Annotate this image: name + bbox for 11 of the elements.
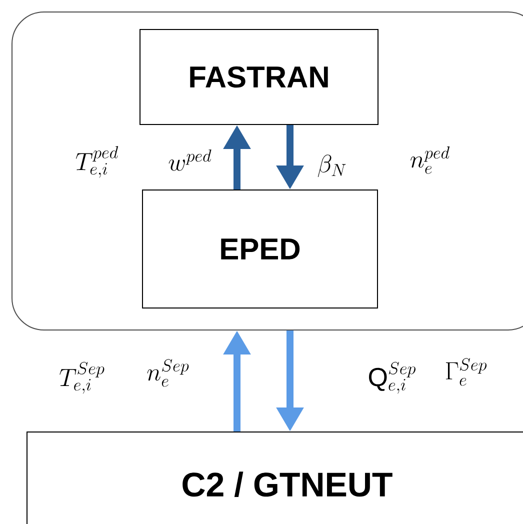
formula-label: $w^{ped}$ <box>168 149 212 171</box>
formula-label: $T_{e,i}^{Sep}$ <box>60 362 104 394</box>
formula-label: $\beta_N$ <box>318 154 346 178</box>
formula-label: $\Gamma_e^{Sep}$ <box>446 358 487 386</box>
process-box: C2 / GTNEUT <box>26 432 523 524</box>
formula-label: $\mathrm{Q}_{e,i}^{Sep}$ <box>369 362 416 394</box>
process-box: FASTRAN <box>140 29 378 125</box>
formula-label: $n_e^{Sep}$ <box>147 359 189 387</box>
formula-label: $n_e^{ped}$ <box>410 146 450 174</box>
process-box: EPED <box>142 190 378 308</box>
formula-label: $T_{e,i}^{ped}$ <box>76 146 118 178</box>
